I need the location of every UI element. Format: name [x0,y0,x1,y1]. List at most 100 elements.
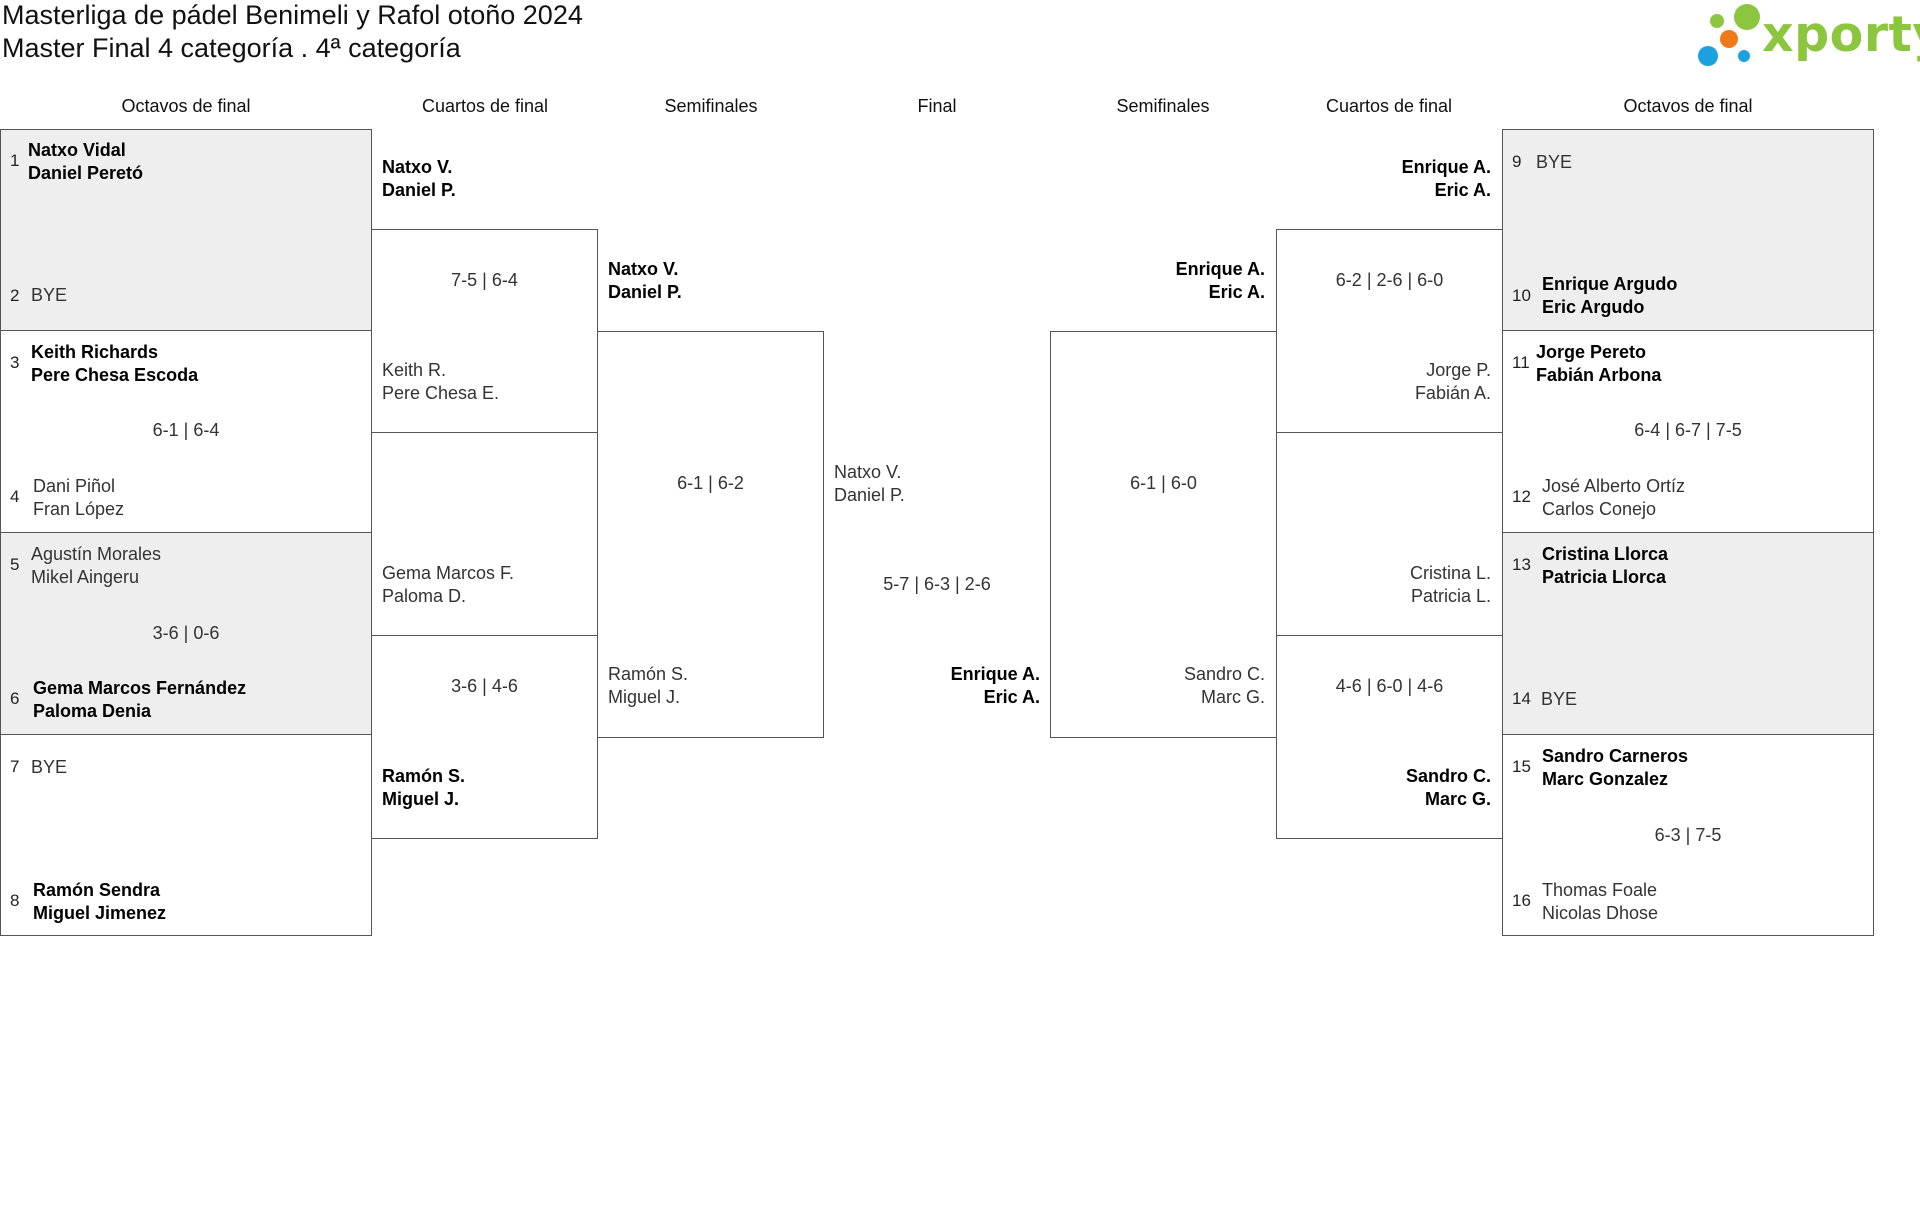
player-name: Jorge P. [1426,360,1491,380]
seed-number: 6 [10,689,20,708]
team-winner: Enrique A. Eric A. [1176,258,1265,304]
player-name: Jorge Pereto [1536,342,1647,362]
team-winner: Cristina Llorca Patricia Llorca [1542,543,1668,589]
match-left-r16-1 [0,129,372,331]
seed-number: 8 [10,891,20,910]
player-name: Gema Marcos F. [382,563,515,583]
player-name: Eric A. [983,687,1040,707]
player-name: José Alberto Ortíz [1542,476,1686,496]
team-loser: Thomas Foale Nicolas Dhose [1542,879,1658,925]
match-score: 6-4 | 6-7 | 7-5 [1634,420,1742,440]
match-left-r16-3 [0,532,372,735]
bye-label: BYE [1536,152,1573,172]
player-name: Miguel J. [382,789,460,809]
seed-number: 7 [10,757,20,776]
bye-label: BYE [1541,689,1578,709]
match-score: 6-3 | 7-5 [1654,825,1722,845]
match-right-sf [1050,331,1277,738]
match-right-r16-4 [1502,734,1874,936]
final-team-right: Enrique A. Eric A. [951,663,1040,709]
seed-number: 2 [10,286,20,305]
team-winner: Keith Richards Pere Chesa Escoda [31,341,198,387]
player-name: Fran López [33,499,125,519]
player-name: Patricia Llorca [1542,567,1667,587]
match-right-r16-1 [1502,129,1874,331]
page-title: Masterliga de pádel Benimeli y Rafol oto… [2,0,583,30]
match-score: 3-6 | 4-6 [451,676,518,696]
match-score: 6-1 | 6-2 [677,473,744,493]
player-name: Daniel P. [608,282,682,302]
team-loser: Dani Piñol Fran López [33,475,124,521]
seed-number: 12 [1512,487,1531,506]
final-score: 5-7 | 6-3 | 2-6 [883,574,991,594]
logo-dot-orange [1720,30,1738,48]
player-name: Pere Chesa Escoda [31,365,199,385]
player-name: Ramón S. [382,766,466,786]
bye-label: BYE [31,285,68,305]
player-name: Carlos Conejo [1542,499,1657,519]
header-right-sf: Semifinales [1116,96,1210,116]
team-loser: Sandro C. Marc G. [1184,663,1265,709]
player-name: Natxo V. [608,259,679,279]
player-name: Miguel Jimenez [33,903,167,923]
match-score: 7-5 | 6-4 [451,270,518,290]
page-subtitle: Master Final 4 categoría . 4ª categoría [2,33,461,63]
team-loser: Keith R. Pere Chesa E. [382,359,499,405]
seed-number: 16 [1512,891,1531,910]
player-name: Keith R. [382,360,447,380]
team-winner: Sandro C. Marc G. [1406,765,1491,811]
team-winner: Enrique Argudo Eric Argudo [1542,273,1677,319]
team-winner: Sandro Carneros Marc Gonzalez [1542,745,1688,791]
header-final: Final [917,96,957,116]
player-name: Marc G. [1424,789,1491,809]
player-name: Natxo V. [382,157,453,177]
team-loser: Jorge P. Fabián A. [1415,359,1491,405]
team-loser: Cristina L. Patricia L. [1410,562,1491,608]
player-name: Daniel P. [382,180,456,200]
player-name: Ramón Sendra [33,880,161,900]
player-name: Fabián Arbona [1536,365,1662,385]
player-name: Dani Piñol [33,476,116,496]
seed-number: 15 [1512,757,1531,776]
seed-number: 11 [1512,353,1530,372]
seed-number: 14 [1512,689,1531,708]
header-left-sf: Semifinales [664,96,758,116]
seed-number: 10 [1512,286,1531,305]
team-loser: Gema Marcos F. Paloma D. [382,562,514,608]
match-score: 4-6 | 6-0 | 4-6 [1335,676,1444,696]
team-winner: Ramón S. Miguel J. [382,765,465,811]
team-loser: Ramón S. Miguel J. [608,663,688,709]
player-name: Nicolas Dhose [1542,903,1659,923]
match-score: 6-1 | 6-4 [152,420,220,440]
player-name: Paloma D. [382,586,467,606]
player-name: Gema Marcos Fernández [33,678,247,698]
team-winner: Natxo V. Daniel P. [608,258,682,304]
seed-number: 5 [10,555,20,574]
team-winner: Natxo V. Daniel P. [382,156,456,202]
player-name: Patricia L. [1410,586,1491,606]
logo-dot-green-small [1710,14,1724,28]
player-name: Marc Gonzalez [1542,769,1669,789]
player-name: Miguel J. [608,687,681,707]
player-name: Agustín Morales [31,544,162,564]
seed-number: 9 [1512,152,1522,171]
match-score: 6-2 | 2-6 | 6-0 [1335,270,1444,290]
seed-number: 4 [10,487,20,506]
player-name: Eric Argudo [1542,297,1645,317]
team-winner: Enrique A. Eric A. [1402,156,1491,202]
team-winner: Gema Marcos Fernández Paloma Denia [33,677,246,723]
player-name: Enrique Argudo [1542,274,1678,294]
team-winner: Ramón Sendra Miguel Jimenez [33,879,166,925]
match-score: 6-1 | 6-0 [1130,473,1197,493]
header-left-r16: Octavos de final [121,96,251,116]
seed-number: 3 [10,353,20,372]
header-left-qf: Cuartos de final [421,96,549,116]
match-score: 3-6 | 0-6 [152,623,220,643]
header-right-qf: Cuartos de final [1325,96,1453,116]
player-name: Paloma Denia [33,701,152,721]
team-loser: Agustín Morales Mikel Aingeru [31,543,161,589]
player-name: Cristina L. [1409,563,1491,583]
player-name: Mikel Aingeru [31,567,140,587]
player-name: Cristina Llorca [1542,544,1669,564]
player-name: Daniel Peretó [28,163,144,183]
